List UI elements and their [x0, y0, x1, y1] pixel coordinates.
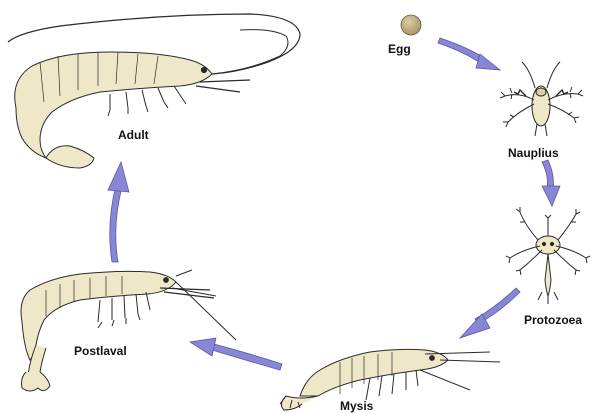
adult-label: Adult — [118, 128, 149, 142]
arrow-nauplius-to-protozoea — [542, 160, 560, 206]
protozoea-label: Protozoea — [524, 313, 582, 327]
egg-label: Egg — [388, 42, 411, 56]
arrow-mysis-to-postlarval — [190, 338, 282, 370]
arrow-protozoea-to-mysis — [460, 288, 520, 338]
postlarval-label: Postlaval — [74, 344, 127, 358]
postlarval-illustration — [21, 270, 236, 391]
protozoea-illustration — [506, 207, 590, 304]
arrow-postlarval-to-adult — [108, 162, 129, 262]
mysis-label: Mysis — [340, 399, 373, 413]
adult-illustration — [8, 14, 300, 168]
nauplius-label: Nauplius — [508, 146, 559, 160]
mysis-illustration — [280, 349, 500, 410]
arrow-egg-to-nauplius — [438, 38, 500, 70]
nauplius-illustration — [500, 62, 583, 136]
egg-illustration — [401, 15, 421, 35]
